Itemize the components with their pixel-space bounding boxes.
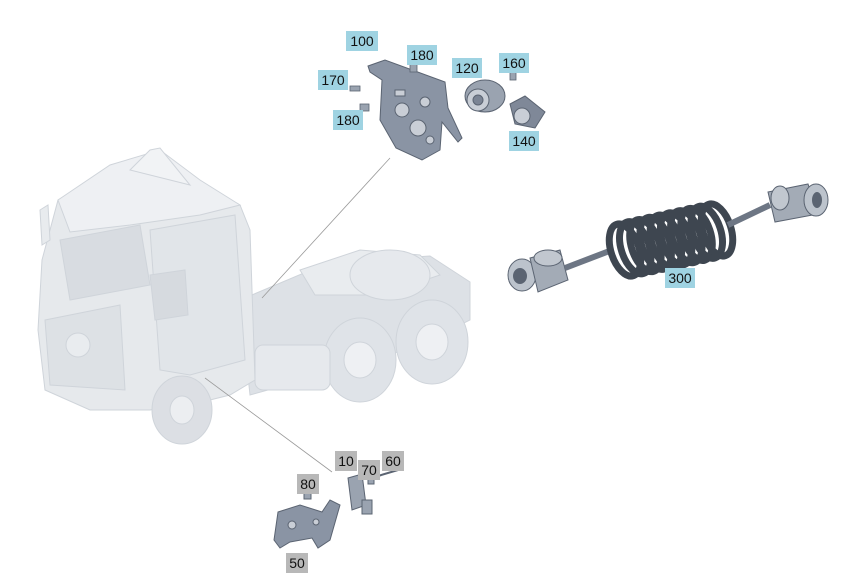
socket-140-part <box>509 95 546 129</box>
callout-80[interactable]: 80 <box>297 474 319 494</box>
screw-parts-top <box>349 63 517 112</box>
callout-300[interactable]: 300 <box>665 268 695 288</box>
socket-120-part <box>464 79 506 113</box>
callout-120[interactable]: 120 <box>452 58 482 78</box>
callout-160[interactable]: 160 <box>499 53 529 73</box>
callout-50[interactable]: 50 <box>286 553 308 573</box>
callout-60[interactable]: 60 <box>382 451 404 471</box>
cable-coil-loop <box>687 202 726 262</box>
callout-170[interactable]: 170 <box>318 70 348 90</box>
truck-illustration <box>37 147 471 445</box>
callout-10[interactable]: 10 <box>335 451 357 471</box>
callout-180-left[interactable]: 180 <box>333 110 363 130</box>
coiled-cable-part <box>507 183 829 293</box>
callout-100[interactable]: 100 <box>346 31 378 51</box>
lower-bracket-part <box>273 499 341 549</box>
leader-lines <box>204 157 391 473</box>
callout-140[interactable]: 140 <box>509 131 539 151</box>
lower-switch-part <box>303 469 399 515</box>
callout-180-top[interactable]: 180 <box>407 45 437 65</box>
mounting-plate-part <box>367 59 463 161</box>
cable-coil-loop <box>677 204 716 264</box>
callout-70[interactable]: 70 <box>358 460 380 480</box>
